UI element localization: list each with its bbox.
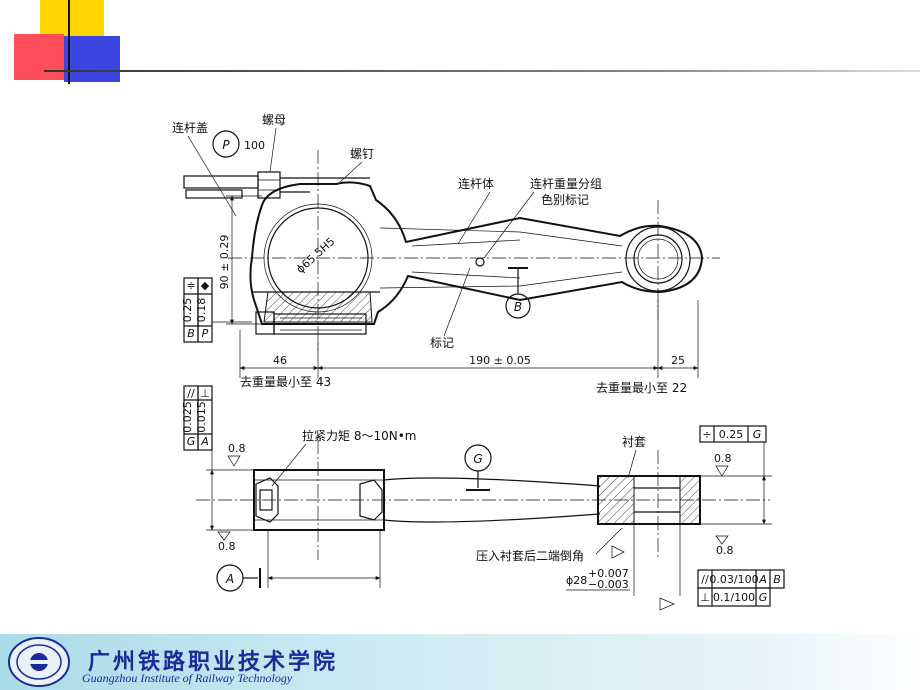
center-distance: 190 ± 0.05 bbox=[469, 354, 531, 367]
footer-banner bbox=[0, 634, 920, 690]
tol-bottom-perp-ref: A bbox=[200, 435, 209, 448]
dia28-upper: +0.007 bbox=[588, 567, 629, 580]
dim-46: 46 bbox=[273, 354, 287, 367]
school-name-cn: 广州铁路职业技术学院 bbox=[88, 649, 339, 675]
roughness-top-left: 0.8 bbox=[228, 442, 246, 455]
roughness-bottom-right: 0.8 bbox=[716, 544, 734, 557]
right-tol: 0.25 bbox=[719, 428, 744, 441]
tol-bottom-parallel-ref: G bbox=[187, 435, 196, 448]
remove-weight-left: 去重量最小至 43 bbox=[240, 375, 331, 389]
tol-bottom-parallel: 0.025 bbox=[181, 401, 194, 433]
datum-p-value: 100 bbox=[244, 139, 265, 152]
school-logo-icon bbox=[8, 637, 70, 687]
label-weight-mark-1: 连杆重量分组 bbox=[530, 176, 602, 191]
remove-weight-right: 去重量最小至 22 bbox=[596, 381, 687, 395]
school-name-en: Guangzhou Institute of Railway Technolog… bbox=[82, 671, 293, 685]
tol-parallel-ref: B bbox=[187, 327, 195, 340]
datum-g-label: G bbox=[473, 452, 482, 466]
fcf2-ref: G bbox=[759, 591, 768, 604]
tol-position-ref: P bbox=[202, 327, 209, 340]
tol-parallel: 0.25 bbox=[181, 298, 194, 323]
label-mark: 标记 bbox=[430, 336, 454, 350]
tol-position: 0.18 bbox=[195, 298, 208, 323]
label-torque: 拉紧力矩 8～10N•m bbox=[302, 428, 416, 443]
fcf-right-symbol: ÷ bbox=[702, 428, 711, 441]
decor-yellow-square bbox=[40, 0, 104, 36]
fcf1-value: 0.03/100 bbox=[709, 573, 758, 586]
top-view: B ϕ65.5H5 连杆盖 螺母 螺钉 连杆体 连杆重量分组 色别标记 标记 P… bbox=[172, 113, 720, 395]
fcf1-symbol: // bbox=[701, 573, 709, 586]
fcf-perp-symbol: ⊥ bbox=[200, 387, 210, 400]
datum-p-label: P bbox=[222, 138, 230, 152]
chamfer-note: 压入衬套后二端倒角 bbox=[476, 549, 584, 563]
fcf2-symbol: ⊥ bbox=[700, 591, 710, 604]
tol-bottom-perp: 0.015 bbox=[195, 401, 208, 433]
decor-red-square bbox=[14, 34, 64, 80]
label-bushing: 衬套 bbox=[622, 435, 646, 449]
label-cap: 连杆盖 bbox=[172, 120, 208, 135]
dim-25: 25 bbox=[671, 354, 685, 367]
datum-a-label: A bbox=[225, 572, 234, 586]
decor-blue-square bbox=[64, 36, 120, 82]
dia28-base: ϕ28 bbox=[566, 574, 587, 587]
decor-horizontal-line bbox=[44, 70, 920, 72]
fcf-position-symbol: ◆ bbox=[201, 279, 210, 292]
connecting-rod-drawing: B ϕ65.5H5 连杆盖 螺母 螺钉 连杆体 连杆重量分组 色别标记 标记 P… bbox=[172, 113, 785, 611]
label-bolt: 螺钉 bbox=[350, 147, 374, 161]
roughness-bottom-left: 0.8 bbox=[218, 540, 236, 553]
decor-vertical-line bbox=[68, 0, 70, 84]
height-dimension: 90 ± 0.29 bbox=[218, 235, 231, 290]
fcf1-ref-b: B bbox=[773, 573, 781, 586]
label-nut: 螺母 bbox=[262, 113, 286, 127]
label-weight-mark-2: 色别标记 bbox=[541, 193, 589, 207]
right-tol-ref: G bbox=[753, 428, 762, 441]
fcf1-ref-a: A bbox=[758, 573, 767, 586]
dia28-lower: −0.003 bbox=[588, 578, 629, 591]
roughness-top-right: 0.8 bbox=[714, 452, 732, 465]
label-rod-body: 连杆体 bbox=[458, 176, 494, 191]
bottom-view: G // 0.025 G ⊥ 0.015 A 0.8 0.8 0.8 0.8 拉… bbox=[181, 385, 785, 611]
fcf-bottom-parallel-symbol: // bbox=[187, 387, 195, 400]
bore-dimension: ϕ65.5H5 bbox=[294, 235, 338, 276]
fcf2-value: 0.1/100 bbox=[713, 591, 755, 604]
fcf-parallel-symbol: ≑ bbox=[186, 279, 195, 292]
datum-b-label: B bbox=[514, 300, 522, 314]
